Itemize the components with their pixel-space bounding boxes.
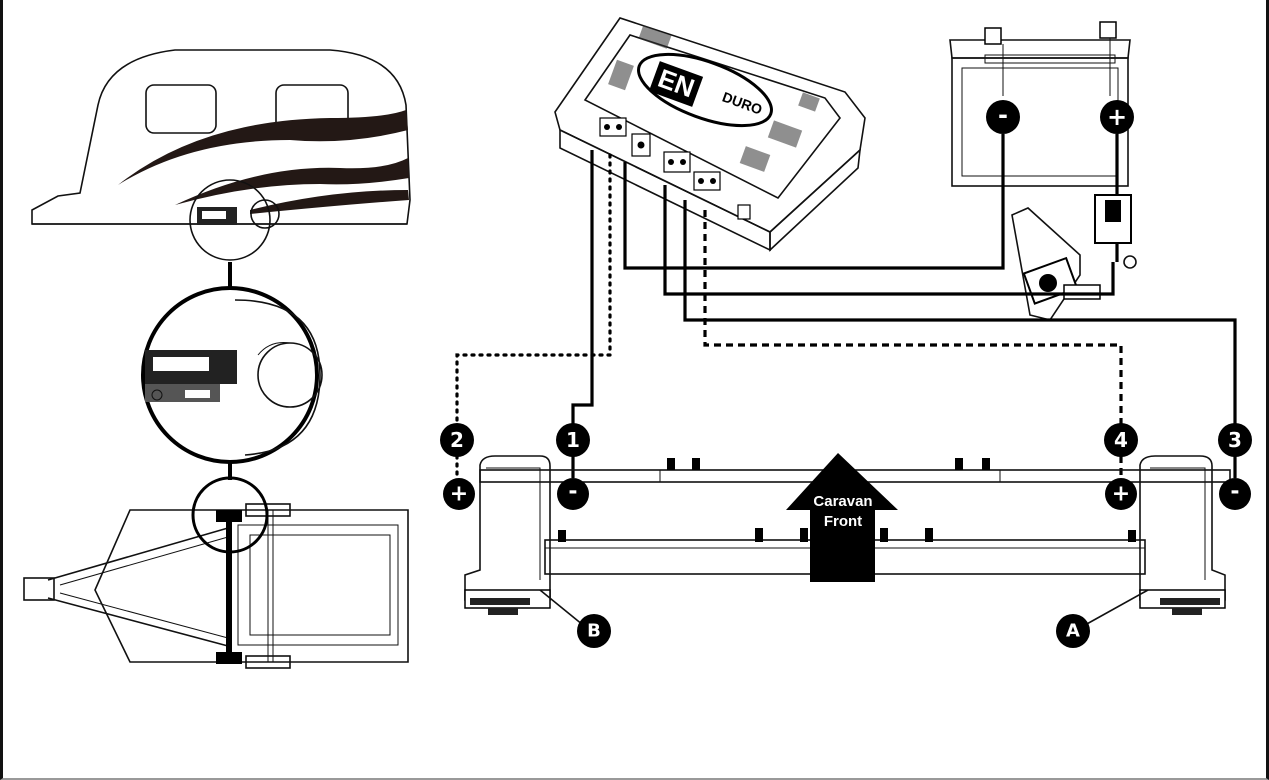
battery-negative-badge: - xyxy=(986,100,1020,134)
svg-text:-: - xyxy=(1230,480,1239,505)
motor-b-leader xyxy=(539,589,584,626)
svg-text:2: 2 xyxy=(450,428,464,452)
connection-2-positive-badge: + xyxy=(443,478,475,510)
fuse-holder xyxy=(1094,134,1137,269)
battery xyxy=(949,21,1131,187)
connection-1-negative-badge: - xyxy=(557,478,589,510)
svg-text:-: - xyxy=(998,101,1008,129)
connection-4-badge: 4 xyxy=(1104,423,1138,457)
svg-text:4: 4 xyxy=(1114,428,1128,452)
arrow-label-line2: Front xyxy=(824,513,862,530)
caravan-front-arrow: Caravan Front xyxy=(786,453,898,582)
svg-text:B: B xyxy=(587,621,601,642)
svg-text:1: 1 xyxy=(566,428,580,452)
connection-3-negative-badge: - xyxy=(1219,478,1251,510)
connection-1-badge: 1 xyxy=(556,423,590,457)
side-zoom-circle xyxy=(189,179,280,261)
connection-3-badge: 3 xyxy=(1218,423,1252,457)
svg-text:+: + xyxy=(450,482,468,507)
svg-text:+: + xyxy=(1112,482,1130,507)
motor-b-badge: B xyxy=(577,614,611,648)
svg-text:3: 3 xyxy=(1228,428,1242,452)
connection-4-positive-badge: + xyxy=(1105,478,1137,510)
motor-a-badge: A xyxy=(1056,614,1090,648)
caravan-side-view xyxy=(31,49,411,225)
chassis-zoom-circle xyxy=(191,476,269,554)
chassis-top-view xyxy=(23,503,409,669)
battery-positive-badge: + xyxy=(1100,100,1134,134)
detail-zoom-circle xyxy=(141,286,323,464)
svg-text:A: A xyxy=(1066,621,1080,642)
connection-2-badge: 2 xyxy=(440,423,474,457)
svg-text:+: + xyxy=(1107,103,1127,131)
svg-text:-: - xyxy=(568,480,577,505)
motor-a-leader xyxy=(1084,589,1149,626)
arrow-label-line1: Caravan xyxy=(813,493,872,510)
enduro-controller: EN DURO xyxy=(554,17,866,252)
wiring xyxy=(455,134,1237,480)
isolator-switch xyxy=(1011,207,1101,321)
